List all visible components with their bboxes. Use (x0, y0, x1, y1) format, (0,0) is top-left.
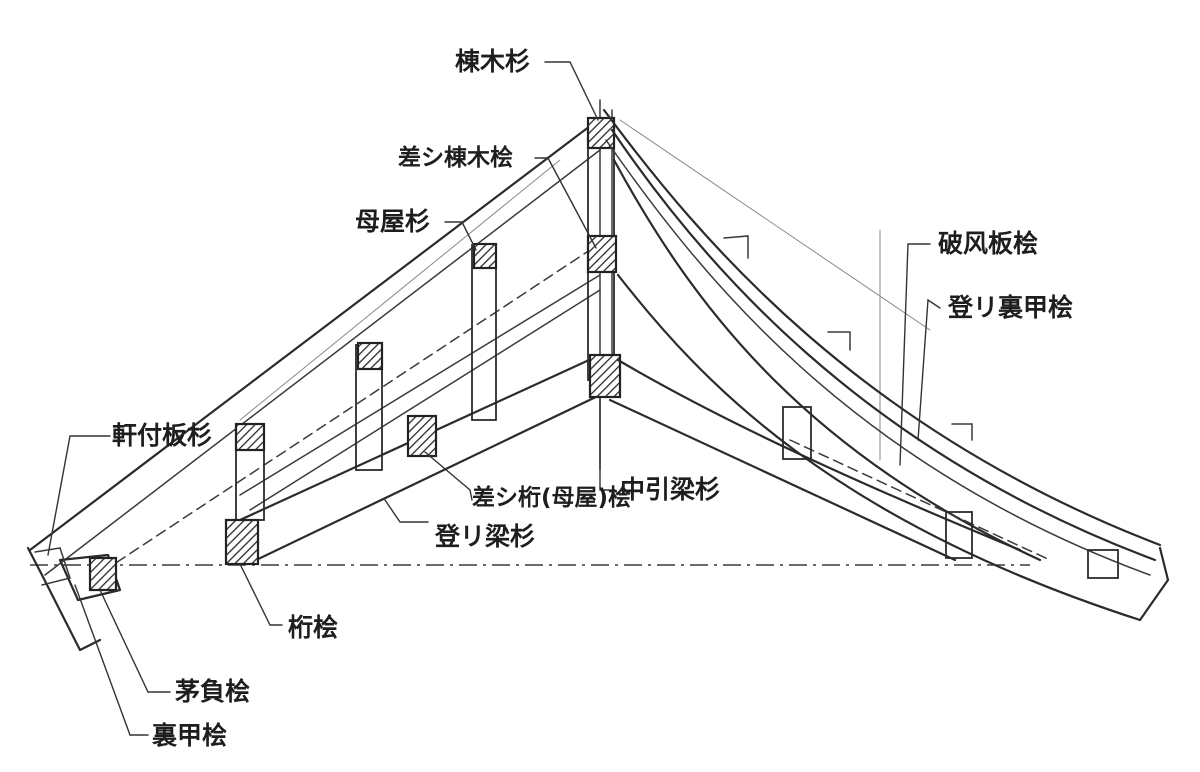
left-keta-section (224, 518, 260, 566)
label-uragou: 裏甲桧 (151, 721, 227, 750)
leader-nobori-uragou (917, 298, 941, 441)
left-post-3 (471, 244, 497, 421)
leader-moya (444, 221, 477, 251)
right-lower-curve (616, 273, 1142, 622)
leader-nakabiki-hari (599, 397, 616, 491)
leader-kayaoi (99, 589, 171, 693)
left-nobori-hari-bottom (250, 393, 602, 564)
label-nokizuke-ita: 軒付板杉 (112, 421, 212, 450)
left-moya-section-2 (356, 341, 384, 371)
right-eaves-end (1138, 546, 1170, 622)
construction-line-2 (619, 119, 931, 331)
right-post-2 (945, 511, 973, 559)
munagi-section (586, 116, 616, 150)
construction-line-1 (239, 159, 561, 421)
leader-uragou (74, 584, 149, 736)
leader-sashi-keta (424, 451, 473, 501)
left-moya-section-3 (472, 242, 498, 270)
label-munagi: 棟木杉 (455, 47, 530, 76)
right-nobori-hari-bottom (608, 398, 957, 562)
left-dashed-rafter (89, 249, 591, 581)
left-kayaoi-section (88, 556, 118, 592)
left-eaves-fascia (58, 553, 122, 602)
label-hafuita: 破风板桧 (938, 229, 1038, 258)
leader-munagi (544, 61, 599, 121)
right-post-1 (782, 406, 812, 460)
right-hafu-line-3 (605, 139, 1151, 576)
leader-hafuita (899, 243, 931, 466)
left-eaves-board (34, 547, 71, 586)
right-tick-2 (827, 331, 851, 351)
label-nobori-uragou: 登リ裏甲桧 (947, 293, 1073, 322)
label-kayaoi: 茅負桧 (175, 677, 250, 706)
left-rafter-line-4 (249, 289, 601, 511)
leader-nokizuke-ita (47, 435, 111, 556)
nakabiki-hari-section (588, 353, 622, 399)
left-rafter-line-3 (239, 274, 601, 496)
left-rafter-line-1 (28, 118, 600, 552)
right-nobori-hari-top (616, 358, 1022, 552)
left-sashi-keta-section (406, 414, 438, 458)
right-tick-1 (723, 235, 749, 259)
right-hafu-top (602, 108, 1162, 547)
leader-keta (239, 563, 283, 626)
right-eaves-block (1087, 549, 1119, 579)
left-rafter-line-2 (44, 149, 601, 576)
label-sashi-keta: 差シ桁(母屋)桧 (472, 484, 631, 511)
left-moya-section-1 (234, 422, 266, 452)
label-nakabiki-hari: 中引梁杉 (620, 475, 720, 504)
left-eaves-edge (26, 546, 102, 652)
label-moya: 母屋杉 (355, 207, 430, 236)
label-nobori-hari: 登リ梁杉 (434, 522, 535, 551)
leader-nobori-hari (384, 499, 429, 523)
label-keta: 桁桧 (288, 613, 338, 642)
right-tick-3 (951, 423, 973, 441)
right-hafu-line-2 (610, 128, 1157, 562)
leader-sashi-munagi (534, 157, 597, 249)
label-sashi-munagi: 差シ棟木桧 (398, 144, 513, 171)
right-dashed-line (789, 439, 1051, 561)
